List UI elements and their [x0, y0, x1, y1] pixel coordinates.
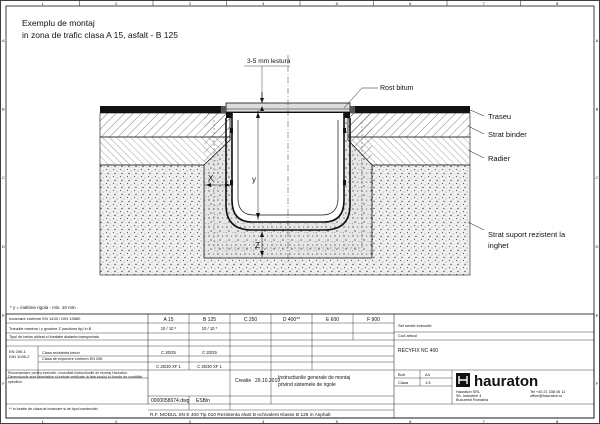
frame-col-bottom-7: 7 [483, 419, 486, 424]
frame-row-right-B: B [596, 107, 599, 112]
table-header-label: Incarcare conform EN 1433 / DIN 19580 [9, 316, 81, 321]
product-label: Cod articol [398, 333, 417, 338]
table-cell-3-1: C 25/30 XF 1 [197, 364, 222, 369]
frame-row-left-A: A [2, 38, 5, 43]
created-label: Creatie [235, 378, 251, 384]
binder-callout: Strat binder [488, 130, 527, 139]
frame-col-bottom-1: 1 [42, 419, 45, 424]
dim-y-label: y [252, 175, 256, 184]
frame-col-top-1: 1 [42, 1, 45, 6]
frame-row-right-E: E [596, 313, 599, 318]
frame-row-left-C: C [2, 175, 5, 180]
revision-value: 1:5 [425, 380, 431, 385]
frame-row-left-F: F [2, 381, 5, 386]
table-row-label-2: Clasa rezistenta beton [42, 351, 80, 355]
description-line-2: privind sistemele de rigole [278, 382, 336, 388]
table-cell-0-1: 10 / 10 * [202, 326, 218, 331]
frame-col-bottom-8: 8 [556, 419, 559, 424]
title-line-2: in zona de trafic clasa A 15, asfalt - B… [22, 30, 178, 40]
company-name: hauraton [474, 373, 538, 390]
table-row-label-0: Tranzitie maxima / y grosime Z (sectiune… [9, 327, 92, 331]
traseu-callout: Traseu [488, 112, 511, 121]
notes-footer: ** in functie de clasa de incarcare si d… [9, 407, 98, 411]
table-cell-0-0: 10 / 10 * [161, 326, 177, 331]
frame-col-top-8: 8 [556, 1, 559, 6]
table-cell-2-1: C 20/25 [202, 350, 217, 355]
sheet-label: Bolt [398, 372, 406, 377]
class-header-4: E 600 [326, 317, 339, 323]
table-cell-2-0: C 20/25 [161, 350, 176, 355]
left-label-1: EN 206-1 [9, 349, 27, 354]
created-date: 29.10.2019 [255, 378, 280, 384]
class-header-2: C 250 [244, 317, 258, 323]
frame-col-top-2: 2 [115, 1, 118, 6]
frame-row-right-F: F [596, 381, 599, 386]
drawing-scale: ESBin [196, 398, 210, 404]
table-rows: Tranzitie maxima / y grosime Z (sectiune… [9, 326, 223, 369]
frame-row-left-D: D [2, 244, 5, 249]
frame-row-right-A: A [596, 38, 599, 43]
frame-row-left-E: E [2, 313, 5, 318]
frame-col-top-5: 5 [336, 1, 339, 6]
frame-col-bottom-6: 6 [409, 419, 412, 424]
revision-label: Clasa [398, 380, 409, 385]
dim-x-label: X [208, 174, 214, 183]
joint-callout: Rost bitum [380, 85, 414, 92]
table-row-label-3: Clasa de expunere conform EN 206 [42, 357, 102, 361]
sheet-size: A4 [425, 372, 431, 377]
company-phone: Tel +40 21 338 06 11 [530, 390, 565, 394]
footnote: * y = inaltime rigola - min. 10 mm [10, 305, 76, 310]
hauraton-logo [456, 373, 470, 387]
frame-col-bottom-3: 3 [189, 419, 192, 424]
class-header-5: F 900 [367, 317, 380, 323]
description-line-1: Instructiunile generale de montaj [278, 375, 350, 381]
title-block [5, 313, 595, 419]
frame-col-top-6: 6 [409, 1, 412, 6]
frame-col-top-4: 4 [262, 1, 265, 6]
channel-outer-wall [225, 118, 351, 231]
dim-z-label: Z [255, 241, 260, 250]
class-header-3: D 400** [283, 317, 300, 323]
support-callout-line-2: inghet [488, 241, 509, 250]
frame-col-top-7: 7 [483, 1, 486, 6]
company-address-3: Bucuresti Romania [456, 398, 489, 402]
frame-col-bottom-2: 2 [115, 419, 118, 424]
frame-row-right-D: D [596, 244, 599, 249]
company-address-2: Str. Industriei 4 [456, 394, 481, 398]
support-callout-line-1: Strat suport rezistent la [488, 230, 566, 239]
cross-section [99, 55, 485, 276]
class-header-0: A 15 [163, 317, 173, 323]
table-row-label-1: Tipul de beton utilizat si fundatie dist… [9, 335, 100, 339]
gap-callout: 3-5 mm lestura [247, 58, 291, 65]
frame-row-left-B: B [2, 107, 5, 112]
designer-label: Sef sectie executie [398, 323, 432, 328]
class-header-1: B 125 [203, 317, 216, 323]
notes-block: Recomandare pentru executie: consultati … [8, 371, 142, 384]
frame-col-top-3: 3 [189, 1, 192, 6]
company-email: office@hauraton.ro [530, 394, 562, 398]
bottom-description: R.F. MODUL SN E 400 Tip 010 Rezistenta e… [150, 412, 331, 418]
frame-col-bottom-4: 4 [262, 419, 265, 424]
left-label-2: DIN 1045-2 [9, 354, 30, 359]
frame-col-bottom-5: 5 [336, 419, 339, 424]
company-address-1: Hauraton SRL [456, 390, 480, 394]
class-headers: A 15 B 125 C 250 D 400** E 600 F 900 [163, 317, 380, 323]
table-cell-3-0: C 25/30 XF 1 [156, 364, 181, 369]
product-name: RECYFIX NC 400 [398, 348, 438, 354]
frame-row-right-C: C [596, 175, 599, 180]
radier-callout: Radier [488, 154, 511, 163]
drawing-number: 0000058674.dwg [151, 398, 190, 404]
title-line-1: Exemplu de montaj [22, 18, 95, 28]
